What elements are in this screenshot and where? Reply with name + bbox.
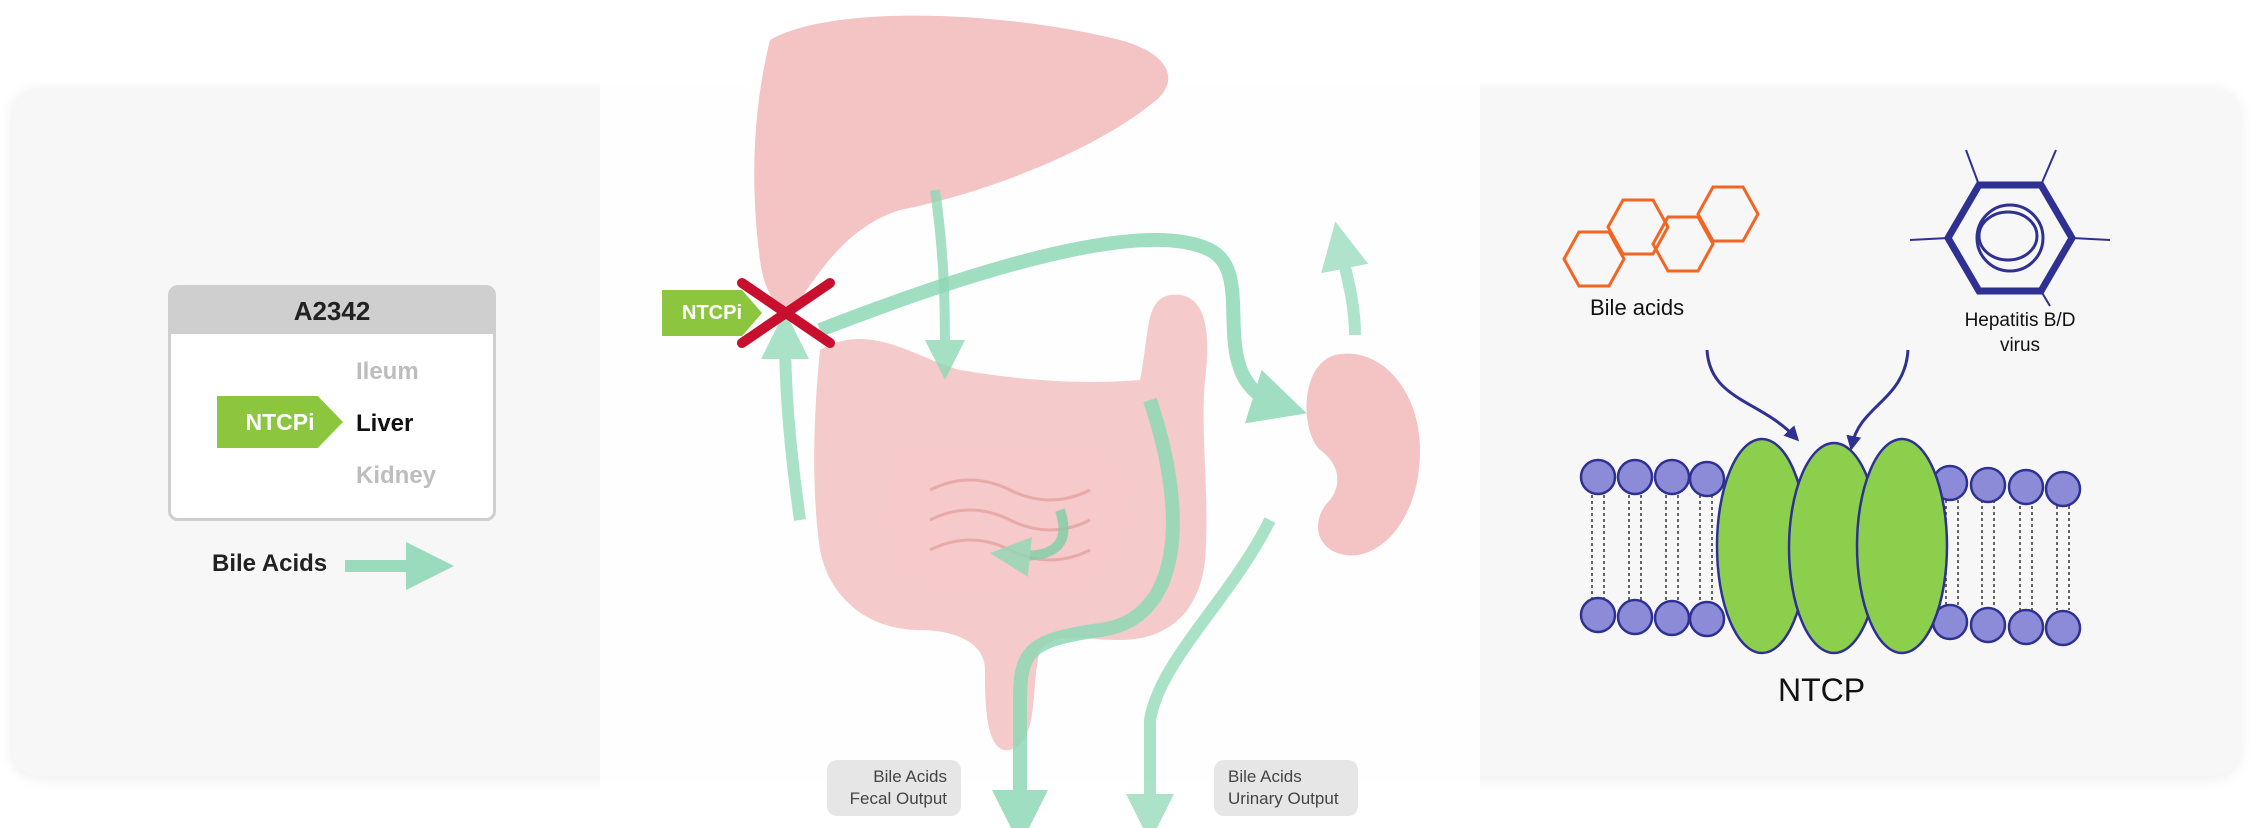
virus-label: Hepatitis B/D virus bbox=[1950, 308, 2090, 358]
center-ntcpi-tag: NTCPi bbox=[662, 290, 762, 336]
legend-ntcpi-tag: NTCPi bbox=[217, 396, 343, 448]
urinary-output-line1: Bile Acids bbox=[1228, 766, 1344, 788]
legend-item-liver: Liver bbox=[356, 410, 413, 438]
legend-item-ileum: Ileum bbox=[356, 358, 419, 386]
bile-acid-binding-arrow bbox=[1707, 350, 1795, 437]
urinary-output-box: Bile Acids Urinary Output bbox=[1214, 760, 1358, 816]
fecal-output-line1: Bile Acids bbox=[841, 766, 947, 788]
legend-title: A2342 bbox=[171, 288, 493, 334]
legend-bile-acids-label: Bile Acids bbox=[212, 550, 327, 578]
ntcp-transporter-icon bbox=[1717, 439, 1947, 653]
bile-acid-molecule-icon bbox=[1564, 187, 1758, 286]
virus-label-line1: Hepatitis B/D bbox=[1950, 308, 2090, 333]
bile-acids-molecule-label: Bile acids bbox=[1590, 295, 1684, 321]
organ-legend-box: A2342 Ileum Liver Kidney NTCPi bbox=[168, 285, 496, 521]
hepatitis-virus-icon bbox=[1910, 150, 2110, 306]
virus-binding-arrow bbox=[1852, 350, 1908, 445]
fecal-output-box: Bile Acids Fecal Output bbox=[827, 760, 961, 816]
ntcp-label: NTCP bbox=[1778, 672, 1865, 709]
virus-label-line2: virus bbox=[1950, 333, 2090, 358]
fecal-output-line2: Fecal Output bbox=[841, 788, 947, 810]
legend-item-kidney: Kidney bbox=[356, 462, 436, 490]
urinary-output-line2: Urinary Output bbox=[1228, 788, 1344, 810]
